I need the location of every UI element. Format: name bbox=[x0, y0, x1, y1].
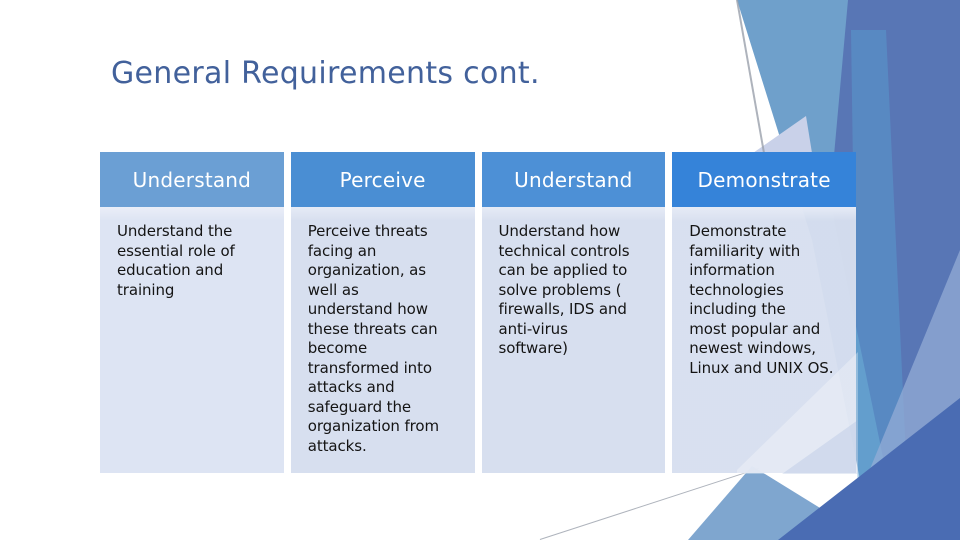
decoration-thin-line-top bbox=[736, 0, 768, 171]
decoration-thin-line-bottom bbox=[539, 467, 759, 540]
column-header: Perceive bbox=[290, 152, 475, 207]
column-header: Demonstrate bbox=[672, 152, 856, 207]
table-column-understand-2: Understand Understand how technical cont… bbox=[481, 152, 666, 473]
column-header: Understand bbox=[481, 152, 666, 207]
table-column-demonstrate: Demonstrate Demonstrate familiarity with… bbox=[672, 152, 856, 473]
table-column-understand-1: Understand Understand the essential role… bbox=[100, 152, 284, 473]
column-body: Understand the essential role of educati… bbox=[100, 207, 284, 473]
column-header: Understand bbox=[100, 152, 284, 207]
slide-title: General Requirements cont. bbox=[111, 56, 540, 91]
column-body: Understand how technical controls can be… bbox=[481, 207, 666, 473]
requirements-table: Understand Understand the essential role… bbox=[100, 152, 856, 473]
column-body: Perceive threats facing an organization,… bbox=[290, 207, 475, 473]
column-body: Demonstrate familiarity with information… bbox=[672, 207, 856, 473]
table-column-perceive: Perceive Perceive threats facing an orga… bbox=[290, 152, 475, 473]
